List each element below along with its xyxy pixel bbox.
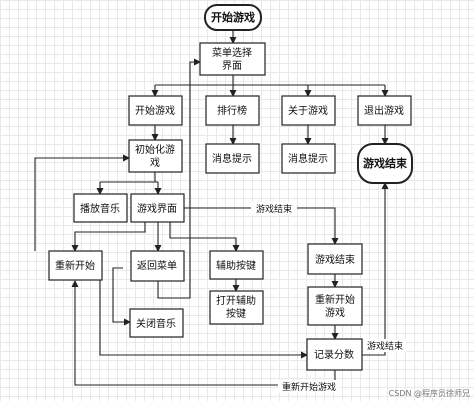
node-start-label: 开始游戏 xyxy=(211,10,255,24)
node-msg-about-label: 消息提示 xyxy=(288,152,328,165)
node-back-menu-label: 返回菜单 xyxy=(137,260,177,272)
arrow-back-menu-to-menu xyxy=(157,58,201,299)
node-init-label-1: 初始化游 xyxy=(135,143,175,156)
node-aux-open xyxy=(209,290,264,325)
node-restart xyxy=(48,250,103,281)
node-about xyxy=(281,95,336,126)
edge-label-record-to-end: 游戏结束 xyxy=(367,340,403,352)
node-rank xyxy=(205,95,260,126)
node-restart-game-label-1: 重新开始 xyxy=(315,293,355,306)
edge-labels: 游戏结束 游戏结束 重新开始游戏 xyxy=(251,202,406,393)
node-game-ui xyxy=(130,193,185,223)
arrow-game-ui-to-restart xyxy=(71,222,146,252)
node-end-label: 游戏结束 xyxy=(363,156,408,170)
node-game-ui-label: 游戏界面 xyxy=(137,202,177,215)
node-game-over xyxy=(307,243,363,275)
arrow-back-menu-to-close-music xyxy=(112,267,131,326)
node-msg-about xyxy=(281,143,336,174)
node-music-label: 播放音乐 xyxy=(80,202,120,215)
node-close-music xyxy=(129,308,184,338)
node-start-game xyxy=(128,95,183,126)
node-music xyxy=(73,193,128,223)
connectors xyxy=(34,30,389,386)
arrow-restart-to-init xyxy=(34,154,130,251)
node-close-music-label: 关闭音乐 xyxy=(136,317,176,330)
arrow-restart-to-record xyxy=(99,280,308,359)
node-menu-label-2: 界面 xyxy=(222,60,242,72)
node-menu-label-1: 菜单选择 xyxy=(212,46,252,59)
node-aux-open-label-1: 打开辅助 xyxy=(216,294,256,307)
arrow-record-to-restart xyxy=(71,280,336,386)
node-about-label: 关于游戏 xyxy=(288,104,328,117)
node-init xyxy=(128,139,183,173)
node-game-over-label: 游戏结束 xyxy=(315,253,355,266)
arrow-game-ui-to-aux-key xyxy=(169,222,240,252)
node-msg-rank-label: 消息提示 xyxy=(212,152,252,165)
node-start-game-label: 开始游戏 xyxy=(135,104,175,117)
node-quit xyxy=(357,95,412,126)
node-restart-label: 重新开始 xyxy=(55,259,95,272)
node-rank-label: 排行榜 xyxy=(217,104,247,117)
node-start xyxy=(204,4,262,31)
nodes: 开始游戏 菜单选择 界面 开始游戏 排行榜 关于游戏 退出游戏 初始化游 戏 消… xyxy=(48,4,413,371)
node-aux-key xyxy=(209,250,264,280)
node-aux-key-label: 辅助按键 xyxy=(216,259,256,272)
edge-label-record-to-restart: 重新开始游戏 xyxy=(282,381,336,393)
node-record-label: 记录分数 xyxy=(314,348,354,361)
node-init-label-2: 戏 xyxy=(150,157,160,169)
arrow-game-ui-to-game-over xyxy=(184,207,339,245)
node-restart-game-label-2: 游戏 xyxy=(325,306,345,319)
node-back-menu xyxy=(130,250,185,282)
node-end xyxy=(357,143,413,184)
watermark: CSDN @程序员徐师兄 xyxy=(389,388,470,398)
arrow-record-to-end xyxy=(362,182,389,356)
edge-label-gameui-to-over: 游戏结束 xyxy=(256,203,292,215)
node-quit-label: 退出游戏 xyxy=(364,104,404,117)
node-aux-open-label-2: 按键 xyxy=(226,307,246,320)
node-record xyxy=(306,338,363,371)
node-menu xyxy=(199,42,266,76)
node-restart-game xyxy=(307,286,363,326)
node-msg-rank xyxy=(205,143,260,174)
